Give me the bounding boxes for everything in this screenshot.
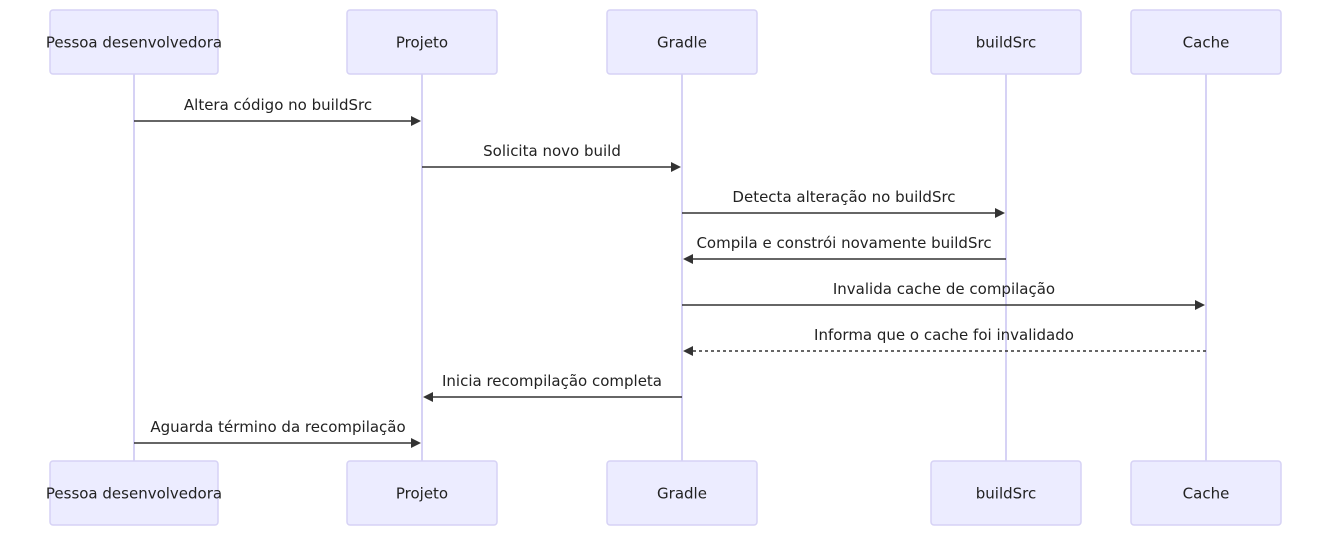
actor-label: Cache [1183,34,1230,52]
message-7: Inicia recompilação completa [423,372,682,402]
message-8: Aguarda término da recompilação [134,418,421,448]
actor-label: buildSrc [976,34,1037,52]
actor-buildsrc-bottom: buildSrc [930,460,1082,526]
message-label: Solicita novo build [483,142,621,160]
actor-label: Projeto [396,485,448,503]
actor-cache-bottom: Cache [1130,460,1282,526]
actor-label: buildSrc [976,485,1037,503]
actor-label: Pessoa desenvolvedora [46,485,222,503]
actor-gradle-bottom: Gradle [606,460,758,526]
arrowhead [671,162,681,172]
actor-box [1130,460,1282,526]
actor-projeto-top: Projeto [346,9,498,75]
arrowhead [411,438,421,448]
message-label: Invalida cache de compilação [833,280,1055,298]
actor-label: Cache [1183,485,1230,503]
message-label: Detecta alteração no buildSrc [732,188,955,206]
actor-box [930,9,1082,75]
message-2: Solicita novo build [422,142,681,172]
actor-dev-top: Pessoa desenvolvedora [46,9,222,75]
actor-box [346,9,498,75]
message-6: Informa que o cache foi invalidado [683,326,1206,356]
actor-box [49,460,219,526]
message-1: Altera código no buildSrc [134,96,421,126]
message-5: Invalida cache de compilação [682,280,1205,310]
actor-box [930,460,1082,526]
message-3: Detecta alteração no buildSrc [682,188,1005,218]
actor-label: Gradle [657,34,707,52]
arrowhead [995,208,1005,218]
actor-projeto-bottom: Projeto [346,460,498,526]
message-label: Compila e constrói novamente buildSrc [696,234,991,252]
arrowhead [683,346,693,356]
actor-box [346,460,498,526]
actor-box [606,9,758,75]
arrowhead [423,392,433,402]
actor-label: Pessoa desenvolvedora [46,34,222,52]
actor-box [606,460,758,526]
message-label: Altera código no buildSrc [184,96,372,114]
actor-cache-top: Cache [1130,9,1282,75]
arrowhead [411,116,421,126]
actor-gradle-top: Gradle [606,9,758,75]
message-label: Inicia recompilação completa [442,372,662,390]
actor-label: Projeto [396,34,448,52]
message-label: Aguarda término da recompilação [150,418,405,436]
arrowhead [683,254,693,264]
message-4: Compila e constrói novamente buildSrc [683,234,1006,264]
message-label: Informa que o cache foi invalidado [814,326,1074,344]
actor-dev-bottom: Pessoa desenvolvedora [46,460,222,526]
actor-label: Gradle [657,485,707,503]
actor-box [49,9,219,75]
arrowhead [1195,300,1205,310]
actor-box [1130,9,1282,75]
actor-buildsrc-top: buildSrc [930,9,1082,75]
